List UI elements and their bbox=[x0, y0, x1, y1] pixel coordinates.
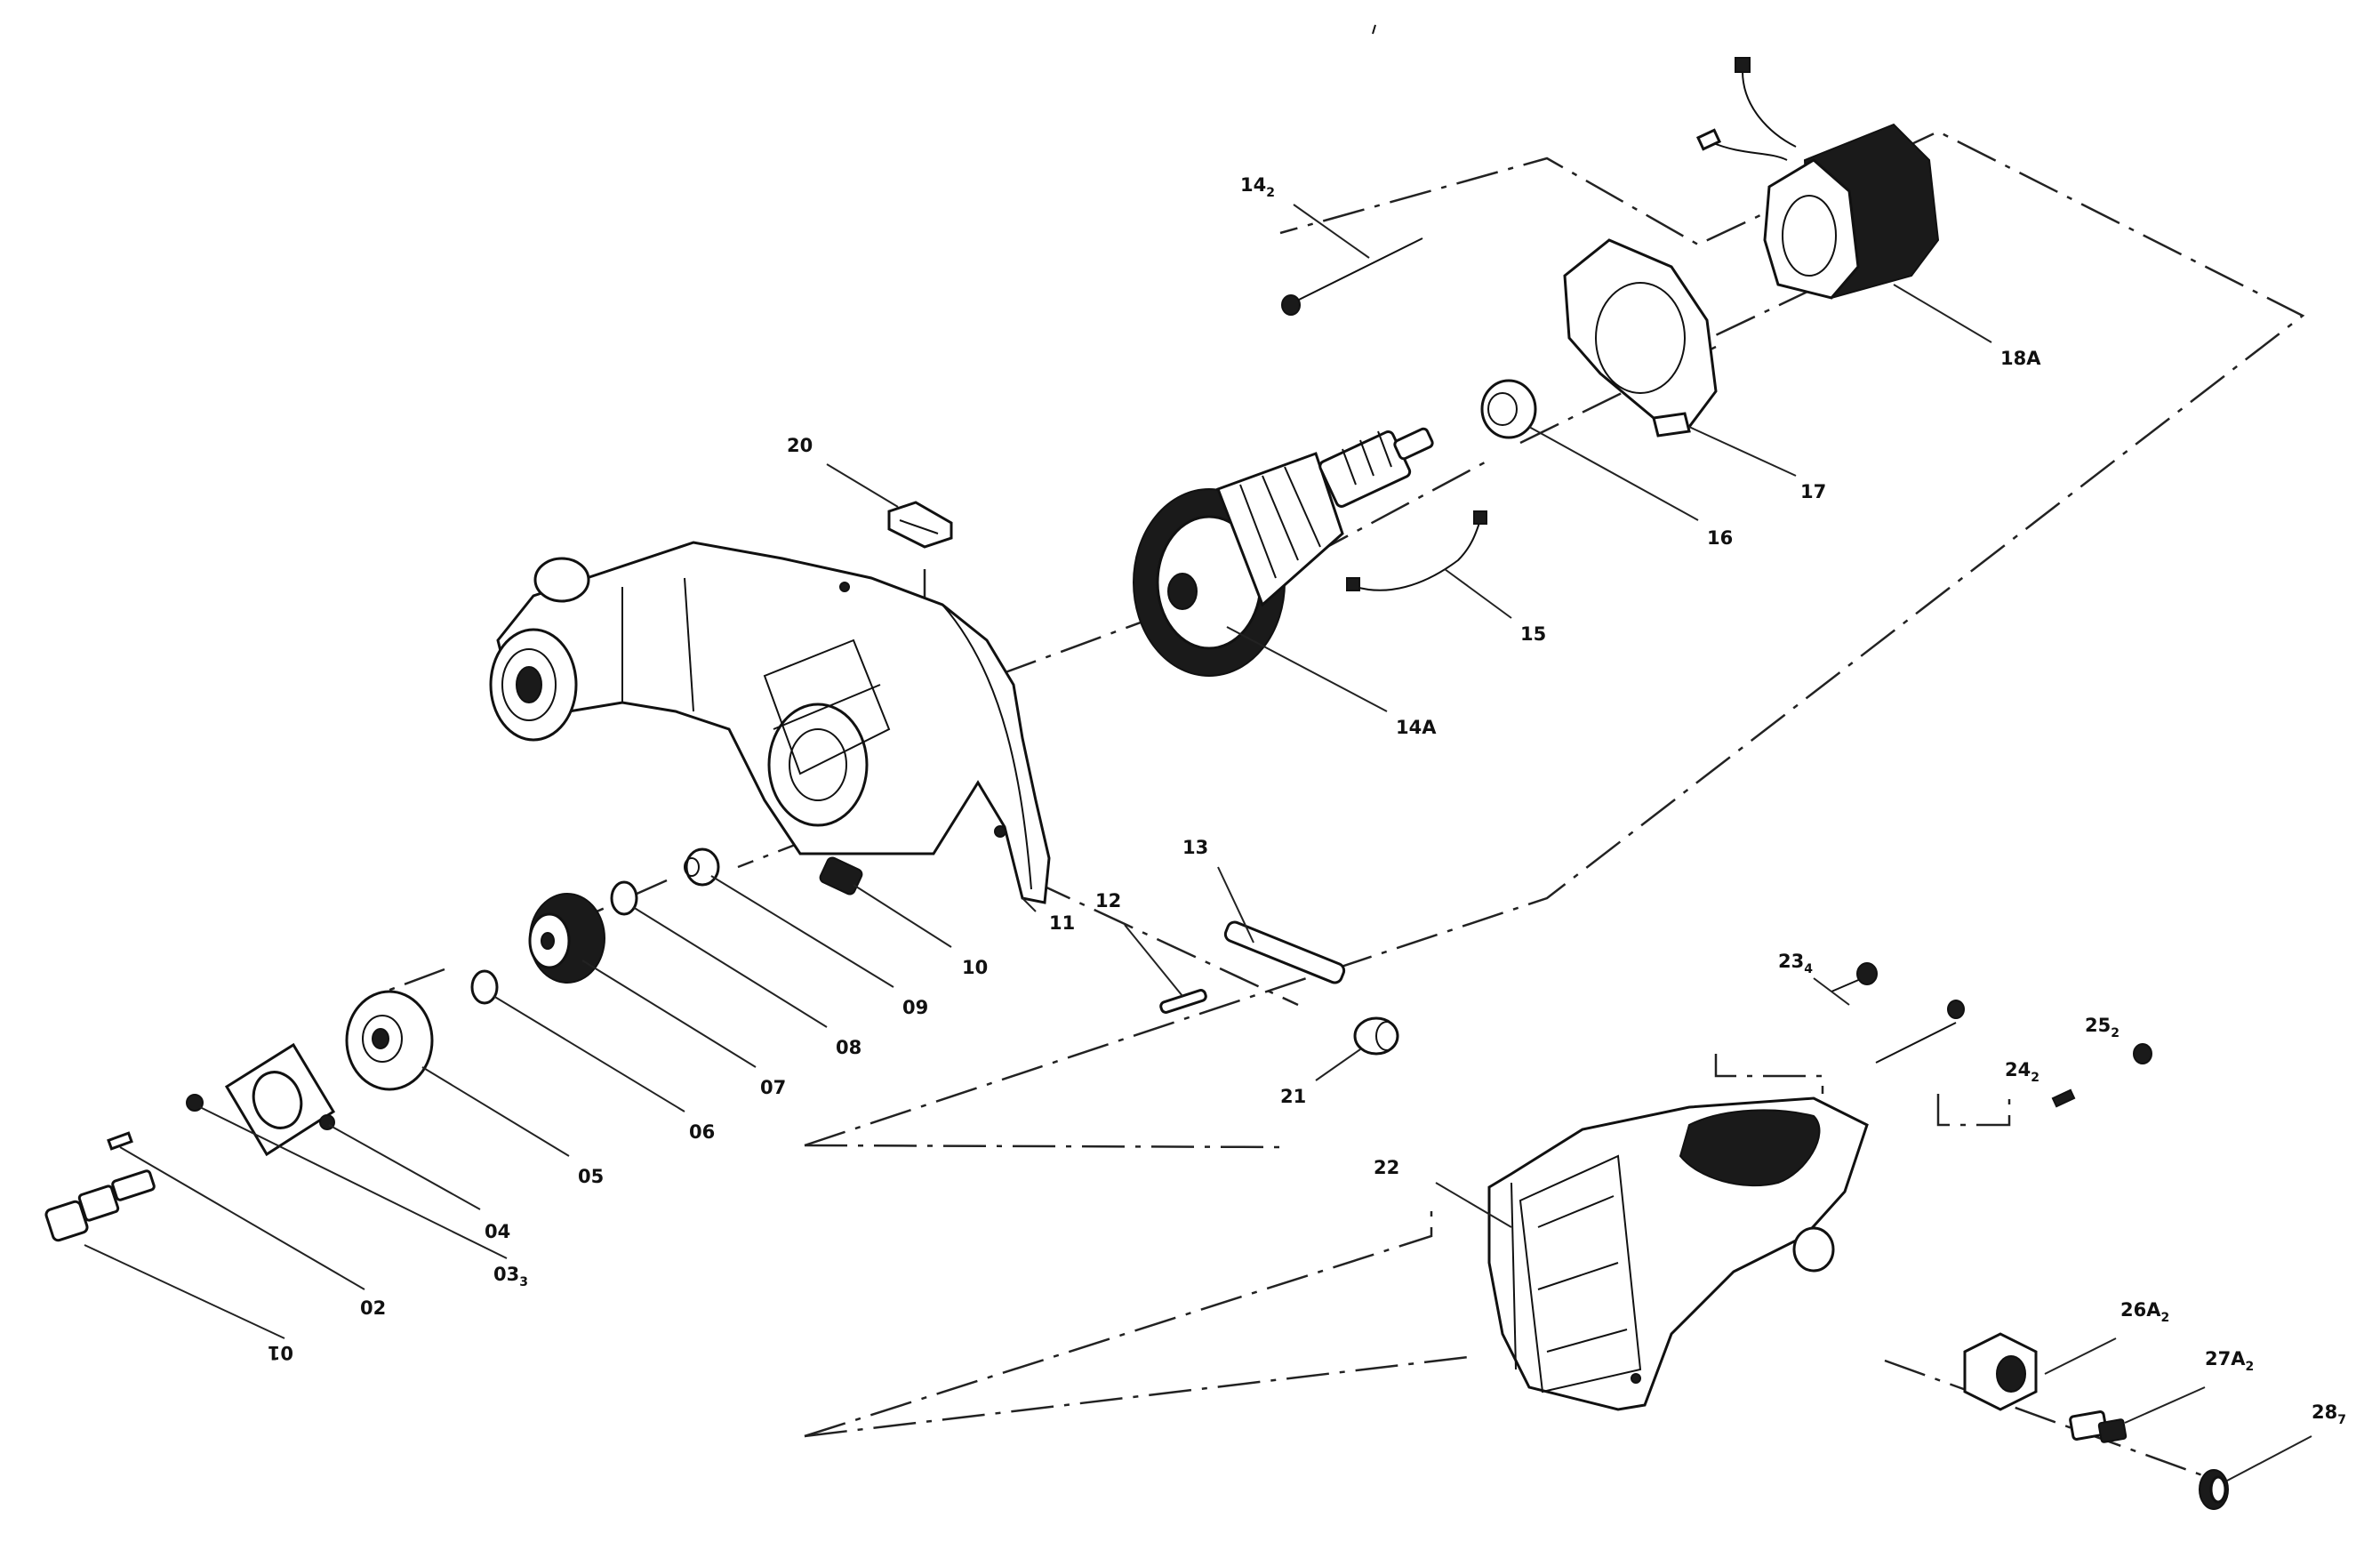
label-22: 22 bbox=[1374, 1157, 1399, 1178]
label-28: 287 bbox=[2312, 1401, 2346, 1427]
label-05: 05 bbox=[578, 1166, 604, 1187]
label-06: 06 bbox=[689, 1121, 715, 1143]
part-14a-armature bbox=[1133, 427, 1434, 677]
part-16-bearing-ring bbox=[1480, 379, 1537, 439]
label-14-screw: 142 bbox=[1240, 174, 1275, 200]
label-21: 21 bbox=[1280, 1086, 1306, 1107]
label-03: 033 bbox=[493, 1264, 528, 1289]
label-12: 12 bbox=[1095, 890, 1121, 912]
label-23: 234 bbox=[1778, 951, 1813, 976]
part-28-cap bbox=[2199, 1469, 2229, 1510]
label-17: 17 bbox=[1800, 481, 1826, 502]
label-13: 13 bbox=[1182, 837, 1208, 858]
scan-marks bbox=[1372, 24, 1376, 35]
part-27a-switch bbox=[2069, 1410, 2128, 1443]
part-17-end-bracket bbox=[1563, 238, 1718, 438]
part-18a-field-stator bbox=[1695, 57, 1940, 300]
part-10-worm-pinion bbox=[819, 856, 863, 895]
part-25-screw bbox=[2133, 1043, 2152, 1064]
part-01-spindle bbox=[44, 1131, 156, 1242]
part-20-brush-holder bbox=[887, 501, 953, 549]
label-09: 09 bbox=[902, 997, 928, 1018]
label-15: 15 bbox=[1520, 623, 1546, 645]
part-03-bearing-plate bbox=[186, 1042, 336, 1157]
label-27a: 27A2 bbox=[2205, 1348, 2254, 1374]
part-05-ball-bearing bbox=[345, 990, 434, 1091]
part-13-shaft bbox=[1223, 920, 1346, 984]
label-18a: 18A bbox=[2000, 348, 2041, 369]
label-02: 02 bbox=[360, 1297, 386, 1319]
leader-lines bbox=[84, 204, 2312, 1482]
part-23-screw bbox=[1831, 962, 1965, 1064]
label-25: 252 bbox=[2085, 1015, 2120, 1040]
label-14a: 14A bbox=[1396, 717, 1437, 738]
part-labels: 01 02 033 04 05 06 07 08 09 10 11 12 13 … bbox=[268, 174, 2346, 1427]
part-24-screw bbox=[2051, 1088, 2076, 1108]
part-21-plug bbox=[1353, 1016, 1399, 1056]
part-22-motor-housing bbox=[1487, 1096, 1869, 1411]
part-11-gear-housing bbox=[489, 541, 1051, 904]
part-09-needle-bearing bbox=[684, 847, 720, 887]
label-10: 10 bbox=[962, 957, 988, 978]
part-26a-switch-cap bbox=[1963, 1332, 2038, 1411]
label-08: 08 bbox=[836, 1037, 861, 1058]
part-12-key bbox=[1159, 989, 1207, 1014]
label-04: 04 bbox=[485, 1221, 510, 1242]
part-15-wire-lead bbox=[1346, 510, 1487, 591]
label-20: 20 bbox=[787, 435, 813, 456]
assembly-axis-lines bbox=[373, 130, 2305, 1478]
label-26a: 26A2 bbox=[2120, 1299, 2169, 1325]
label-24: 242 bbox=[2005, 1059, 2039, 1085]
label-07: 07 bbox=[760, 1077, 786, 1098]
label-16: 16 bbox=[1707, 527, 1733, 549]
label-11: 11 bbox=[1049, 912, 1075, 934]
part-07-gear bbox=[528, 893, 605, 984]
part-08-retaining-ring bbox=[610, 880, 638, 916]
label-01: 01 bbox=[268, 1342, 293, 1363]
part-14-screw bbox=[1281, 237, 1423, 316]
part-06-retaining-ring bbox=[470, 969, 499, 1005]
